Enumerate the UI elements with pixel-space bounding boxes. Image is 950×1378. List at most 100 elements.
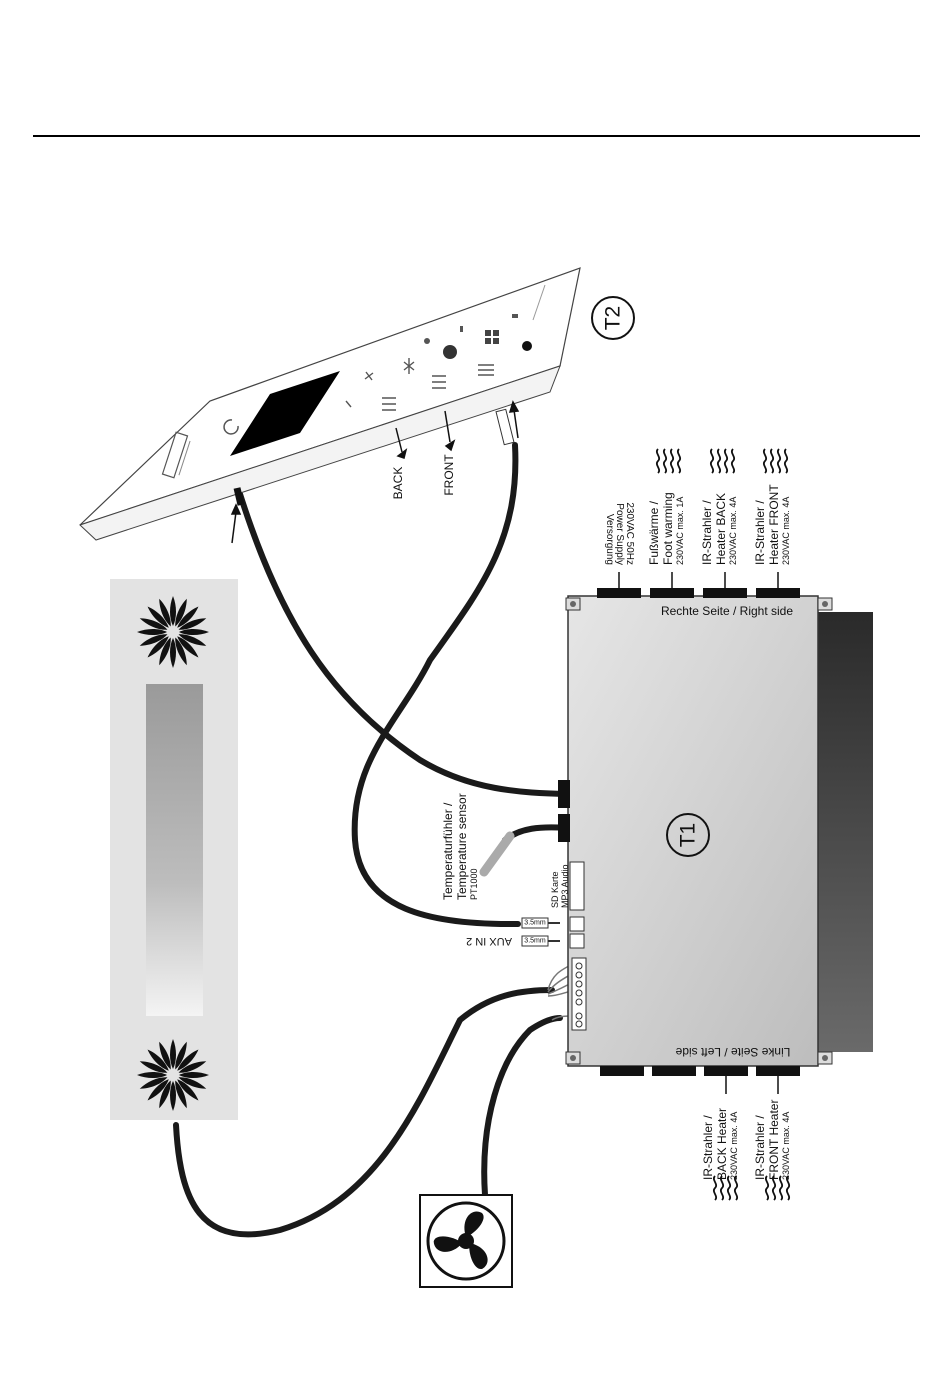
svg-text:FRONT Heater: FRONT Heater: [767, 1100, 781, 1180]
minus-icon: [345, 400, 352, 408]
label-heater-front-right: IR-Strahler / Heater FRONT 230VAC max. 4…: [753, 484, 791, 565]
heat-button-back-icon: [382, 397, 396, 411]
svg-text:230VAC max. 4A: 230VAC max. 4A: [729, 1112, 739, 1180]
wave-icon: [478, 364, 494, 376]
light-burst-petal: [139, 634, 168, 646]
light-burst-petal: [178, 1061, 207, 1073]
t2-badge: [591, 296, 635, 340]
panel-display: [230, 371, 340, 456]
svg-text:IR-Strahler /: IR-Strahler /: [753, 500, 767, 565]
light-burst-petal: [177, 1079, 199, 1101]
port-temp: [558, 814, 570, 842]
t2-badge-label: T2: [602, 306, 625, 331]
light-burst-petal: [137, 629, 167, 635]
cable-aux-to-panel: [351, 442, 521, 928]
fan-ring: [426, 1201, 506, 1281]
light-burst-petal: [175, 1041, 187, 1070]
heat-icon-front-right: [762, 448, 789, 474]
panel-sensor-dot: [522, 341, 532, 351]
control-panel-t2: [79, 267, 581, 541]
light-burst-petal: [147, 606, 169, 628]
control-unit-t1: T1 Rechte Seite / Right side Linke Seite…: [558, 588, 873, 1076]
light-burst-petal: [159, 1080, 171, 1109]
heat-icon-back-right: [709, 448, 736, 474]
svg-text:Temperature sensor: Temperature sensor: [455, 793, 469, 900]
light-burst-petal: [178, 634, 207, 646]
svg-text:3.5mm: 3.5mm: [524, 920, 546, 927]
svg-text:230VAC max. 4A: 230VAC max. 4A: [781, 1112, 791, 1180]
port-aux-2: [569, 933, 585, 949]
light-burst-petal: [178, 1077, 207, 1089]
cable-mirror-to-t1: [173, 987, 555, 1238]
back-label: BACK: [391, 467, 405, 500]
light-burst-petal: [139, 1061, 168, 1073]
light-burst-petal: [178, 618, 207, 630]
connector-front-left: [756, 1066, 800, 1076]
light-burst-petal: [175, 598, 187, 627]
svg-text:Versorgung: Versorgung: [604, 514, 615, 565]
svg-text:PT1000: PT1000: [469, 868, 479, 900]
label-foot-warming: Fußwärme / Foot warming 230VAC max. 1A: [647, 492, 685, 565]
panel-logo: [161, 431, 191, 479]
control-box: [567, 595, 819, 1067]
connector-supply: [597, 588, 641, 598]
label-heater-back-left: IR-Strahler / BACK Heater 230VAC max. 4A: [701, 1108, 739, 1180]
light-burst-petal: [177, 1049, 199, 1071]
heat-icon-foot: [655, 448, 682, 474]
light-burst-petal: [170, 1039, 176, 1069]
svg-text:BACK Heater: BACK Heater: [715, 1108, 729, 1180]
svg-text:230VAC max. 4A: 230VAC max. 4A: [781, 497, 791, 565]
arrows: [230, 400, 520, 544]
light-burst-petal: [179, 629, 209, 635]
connector-back-left: [704, 1066, 748, 1076]
mirror-glass: [146, 684, 203, 1016]
t1-badge-label: T1: [677, 823, 700, 848]
light-burst-petal: [177, 606, 199, 628]
light-burst-petal: [175, 1080, 187, 1109]
label-supply: Versorgung Power Supply 230VAC 50Hz: [604, 502, 635, 565]
panel-power-icon: [223, 419, 239, 435]
jack-aux-2: 3.5mm: [521, 935, 560, 947]
snow-icon: [403, 358, 415, 374]
svg-text:Heater FRONT: Heater FRONT: [767, 484, 781, 565]
grid-button-icon: [485, 330, 499, 344]
panel-plug: [495, 408, 515, 446]
light-burst-petal: [139, 1077, 168, 1089]
light-burst-petal: [159, 637, 171, 666]
panel-edge: [79, 365, 561, 541]
svg-text:Fußwärme /: Fußwärme /: [647, 500, 661, 565]
light-burst-petal: [147, 1079, 169, 1101]
light-burst-petal: [179, 1072, 209, 1078]
svg-text:Foot warming: Foot warming: [661, 492, 675, 565]
t1-badge: [666, 813, 710, 857]
heat-icon-back-left: [712, 1175, 739, 1201]
mirror-panel: [110, 579, 238, 1120]
label-heater-front-left: IR-Strahler / FRONT Heater 230VAC max. 4…: [753, 1100, 791, 1180]
jack-aux-1: 3.5mm: [521, 917, 560, 929]
fan-unit: [419, 1194, 513, 1288]
fan-icon: [433, 1211, 488, 1269]
panel-caption: [532, 284, 546, 321]
svg-text:MP3 Audio: MP3 Audio: [560, 864, 570, 908]
connector-foot: [650, 588, 694, 598]
panel-buttons: [345, 358, 494, 411]
svg-text:SD Karte: SD Karte: [550, 871, 560, 908]
light-burst-petal: [139, 618, 168, 630]
light-button-icon: [424, 338, 430, 344]
light-burst-petal: [137, 1072, 167, 1078]
connector-heater-back-left: [600, 1066, 644, 1076]
svg-text:3.5mm: 3.5mm: [524, 938, 546, 945]
cable-panel-to-t1: [237, 491, 571, 797]
light-burst-bottom-icon: [137, 1039, 209, 1111]
light-burst-petal: [147, 636, 169, 658]
light-burst-petal: [147, 1049, 169, 1071]
heat-icon-front-left: [764, 1175, 791, 1201]
svg-text:IR-Strahler /: IR-Strahler /: [753, 1115, 767, 1180]
svg-text:Temperaturfühler /: Temperaturfühler /: [441, 802, 455, 900]
label-sd-card: SD Karte MP3 Audio: [550, 864, 570, 908]
light-burst-petal: [170, 1081, 176, 1111]
light-burst-petal: [170, 596, 176, 626]
svg-text:230VAC max. 4A: 230VAC max. 4A: [728, 497, 738, 565]
